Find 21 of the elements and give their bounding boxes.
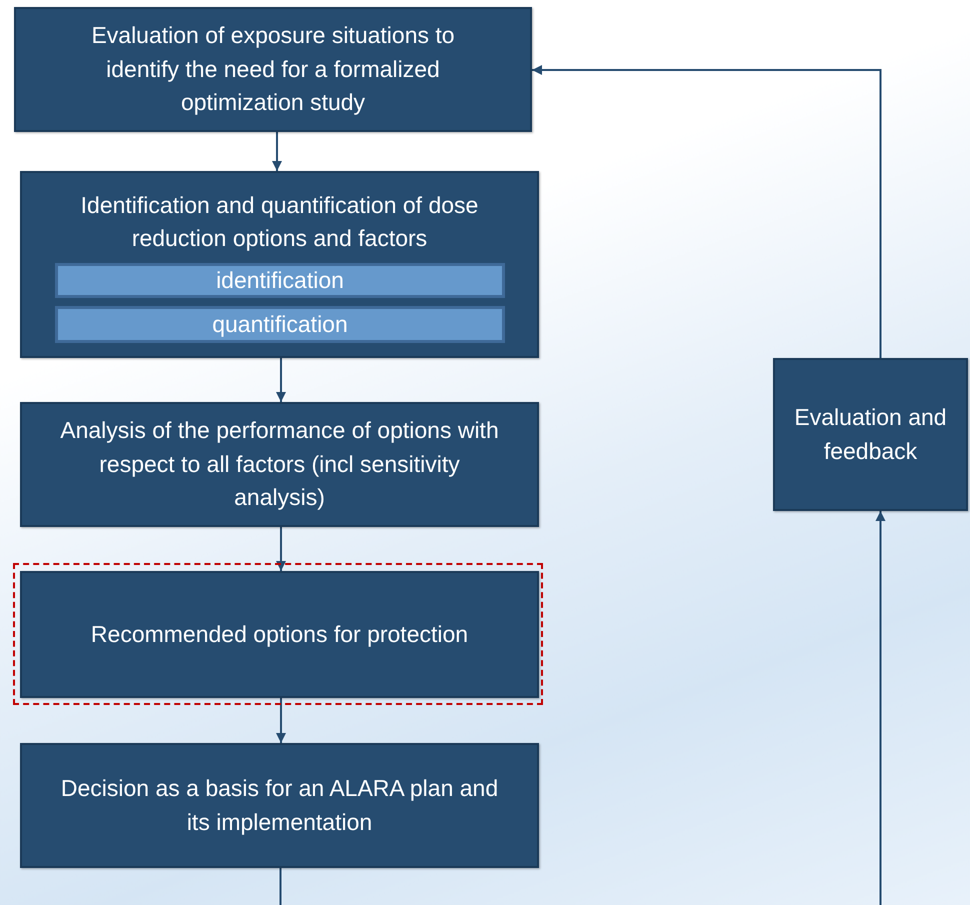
sub-step-bar bbox=[55, 306, 505, 343]
process-box bbox=[20, 402, 539, 527]
process-box bbox=[14, 7, 532, 132]
box-label: Decision as a basis for an ALARA plan and its implementation bbox=[60, 774, 500, 837]
box-label: Analysis of the performance of options with respect to all factors (incl sensitivity analysis) bbox=[59, 416, 500, 512]
arrow bbox=[276, 527, 286, 571]
arrow bbox=[276, 698, 286, 743]
box-heading: Identification and quantification of dose reduction options and factors bbox=[80, 191, 480, 254]
bar-label: identification bbox=[215, 266, 345, 294]
box-label: Evaluation of exposure situations to identify the need for a formalized optimization study bbox=[90, 21, 456, 118]
process-box bbox=[20, 743, 539, 868]
arrow bbox=[876, 511, 886, 905]
arrow bbox=[532, 65, 882, 358]
process-box bbox=[20, 171, 539, 358]
bar-label: quantification bbox=[211, 310, 349, 338]
sub-step-bar bbox=[55, 263, 505, 298]
box-label: Evaluation and feedback bbox=[793, 403, 948, 466]
process-box bbox=[773, 358, 968, 511]
arrow bbox=[272, 132, 282, 171]
box-label: Recommended options for protection bbox=[90, 620, 470, 649]
arrow bbox=[276, 358, 286, 402]
